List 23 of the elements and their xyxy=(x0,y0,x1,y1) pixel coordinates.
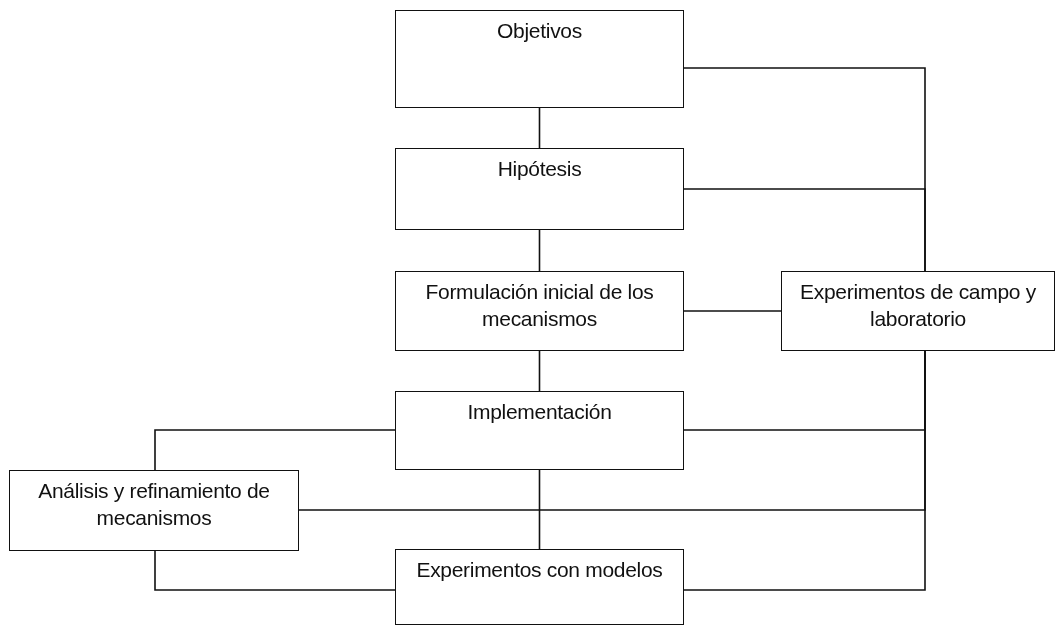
connector-line xyxy=(538,229,541,272)
process-box xyxy=(395,391,684,470)
box-label: Implementación xyxy=(467,399,612,425)
box-label: Experimentos de campo y laboratorio xyxy=(799,279,1037,332)
connector-line xyxy=(538,469,541,550)
box-label: Análisis y refinamiento de mecanismos xyxy=(37,478,271,531)
box-label: Experimentos con modelos xyxy=(416,557,663,583)
connector-line xyxy=(683,310,782,312)
process-box xyxy=(395,271,684,351)
box-label: Hipótesis xyxy=(497,156,582,182)
box-label: Formulación inicial de los mecanismos xyxy=(424,279,655,332)
connector-line xyxy=(683,350,926,591)
connector-line xyxy=(154,429,396,471)
process-box xyxy=(395,549,684,625)
box-label: Objetivos xyxy=(497,18,582,44)
connector-line xyxy=(154,550,396,591)
process-box xyxy=(395,10,684,108)
connector-line xyxy=(683,188,926,272)
process-box xyxy=(9,470,299,551)
process-box xyxy=(395,148,684,230)
connector-line xyxy=(538,350,541,392)
connector-line xyxy=(538,107,541,149)
process-box xyxy=(781,271,1055,351)
